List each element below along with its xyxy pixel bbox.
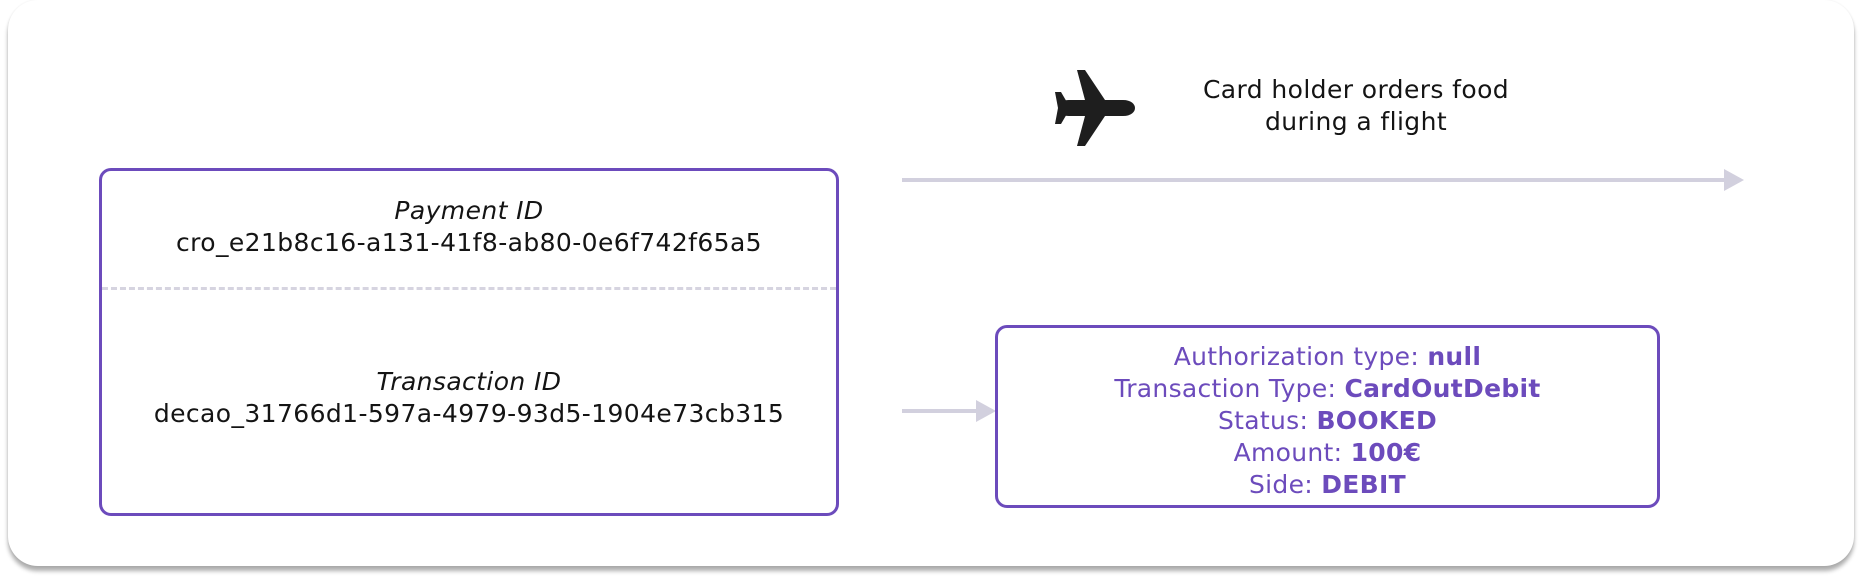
identifier-box: Payment ID cro_e21b8c16-a131-41f8-ab80-0… (99, 168, 839, 516)
transaction-type-row: Transaction Type: CardOutDebit (998, 373, 1657, 405)
payment-id-section: Payment ID cro_e21b8c16-a131-41f8-ab80-0… (102, 195, 836, 259)
transaction-id-section: Transaction ID decao_31766d1-597a-4979-9… (102, 366, 836, 430)
amount-label: Amount: (1233, 438, 1351, 467)
transaction-connector-head (976, 400, 996, 422)
transaction-details-box: Authorization type: null Transaction Typ… (995, 325, 1660, 508)
event-caption-line2: during a flight (1264, 107, 1448, 136)
transaction-id-value: decao_31766d1-597a-4979-93d5-1904e73cb31… (153, 399, 785, 428)
amount-row: Amount: 100€ (998, 437, 1657, 469)
amount-value: 100€ (1350, 438, 1422, 467)
event-caption-line1: Card holder orders food (1202, 75, 1510, 104)
authorization-type-row: Authorization type: null (998, 341, 1657, 373)
flight-timeline-arrow-head (1724, 169, 1744, 191)
transaction-id-label: Transaction ID (376, 367, 562, 396)
airplane-icon (1055, 70, 1135, 146)
event-caption: Card holder orders food during a flight (1150, 74, 1562, 138)
status-row: Status: BOOKED (998, 405, 1657, 437)
side-row: Side: DEBIT (998, 469, 1657, 501)
authorization-type-label: Authorization type: (1173, 342, 1428, 371)
status-label: Status: (1218, 406, 1317, 435)
authorization-type-value: null (1427, 342, 1482, 371)
identifier-divider (102, 287, 836, 290)
side-label: Side: (1249, 470, 1322, 499)
payment-id-value: cro_e21b8c16-a131-41f8-ab80-0e6f742f65a5 (176, 228, 762, 257)
status-value: BOOKED (1316, 406, 1437, 435)
transaction-type-label: Transaction Type: (1114, 374, 1345, 403)
side-value: DEBIT (1321, 470, 1406, 499)
payment-id-label: Payment ID (394, 196, 544, 225)
transaction-type-value: CardOutDebit (1344, 374, 1541, 403)
